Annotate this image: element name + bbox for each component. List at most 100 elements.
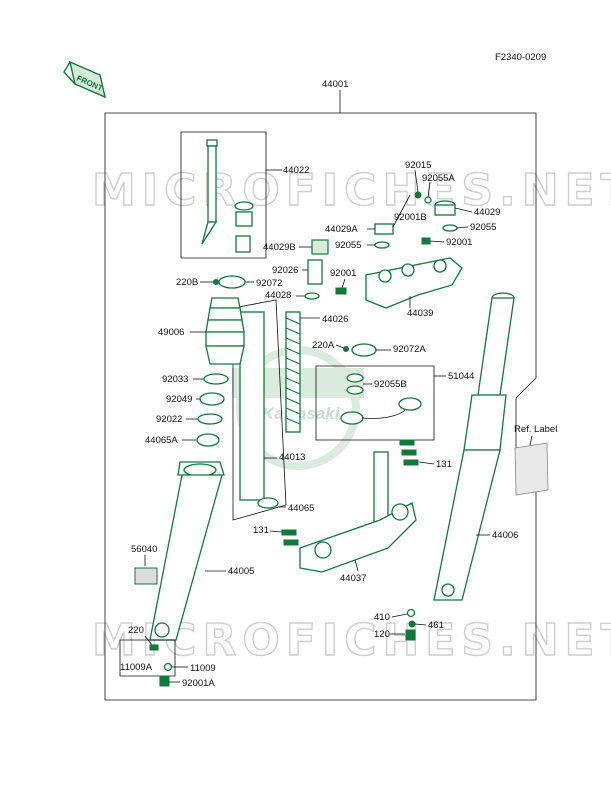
label-44022: 44022 [283,165,309,176]
damper-rod [201,139,254,253]
oring-92055B-1 [346,373,364,383]
label-49006: 49006 [158,327,184,338]
label-92072: 92072 [256,278,282,289]
label-56040: 56040 [131,544,157,555]
label-51044: 51044 [448,371,474,382]
right-outer-tube [433,449,501,601]
leader-410 [391,613,408,618]
leader-92001B [392,194,411,228]
washer-92022 [197,413,223,425]
logo-text: Kawasaki [262,404,341,423]
label-44026: 44026 [322,314,348,325]
label-11009: 11009 [190,663,216,674]
label-44037: 44037 [340,573,366,584]
bolt-92001-b [335,287,347,295]
label-92049: 92049 [166,394,192,405]
leader-92001-b [341,278,346,289]
bolt-131-r1 [399,439,415,446]
inner-tube-44013 [239,311,265,501]
screw-220B [213,279,219,285]
bolts-131-right [399,439,419,466]
stem-hole-2 [391,503,409,521]
leader-220 [144,635,153,646]
label-92026: 92026 [272,265,298,276]
label-92001-a: 92001 [446,237,472,248]
stem-hole-1 [314,541,332,559]
oring-92055-a [442,224,458,232]
label-44029: 44029 [474,207,500,218]
bolt-131-l2 [283,539,299,546]
label-220B: 220B [176,277,198,288]
cap-44029 [434,204,456,216]
label-44005: 44005 [228,566,254,577]
washer-92055A [424,196,432,204]
label-92072A: 92072A [393,344,426,355]
spacer-92026 [307,259,323,285]
left-axle-hole [154,622,170,638]
rod-piece [235,235,251,253]
bolt-131-r2 [401,449,417,456]
bracket-body [365,257,463,309]
boot-ring-3 [205,319,245,333]
rod-shaft [207,145,217,223]
leader-131-b [269,530,283,533]
spring-44026 [285,311,301,433]
leader-131-a [418,461,435,465]
leader-44029 [454,207,473,213]
label-461: 461 [428,620,444,631]
clip-92033 [203,373,229,385]
washer-461 [408,620,416,628]
front-arrow-shape [69,60,106,99]
cap-51044-a [340,411,364,425]
leader-220A [335,344,345,349]
leader-461 [414,623,427,626]
figure-code: F2340-0209 [495,52,546,63]
label-11009A: 11009A [120,662,153,673]
leader-92015 [414,169,419,193]
label-220: 220 [128,625,144,636]
rod-ring-1 [234,201,254,211]
inset-box-44013 [232,299,287,521]
clamp-92072A [351,343,377,357]
cap-44029A [374,223,394,235]
leader-ref-label [529,435,533,446]
label-92001-b: 92001 [330,268,356,279]
label-92001B: 92001B [394,212,427,223]
label-131-a: 131 [436,459,452,470]
oring-92055-b [374,241,390,249]
label-92055A: 92055A [422,173,455,184]
bushing-44065A [196,433,220,447]
front-arrow: FRONT [63,60,106,99]
bolt-131-l1 [281,529,297,536]
right-axle-hole [441,583,455,597]
spring-body [285,311,301,433]
gasket-11009 [163,662,173,672]
inset-box-11009A [119,639,176,677]
label-44065A: 44065A [145,435,178,446]
label-44039: 44039 [407,308,433,319]
boot-ring-5 [205,345,245,365]
cap-51044-b [398,397,422,411]
bracket-hole-1 [378,269,392,283]
label-92033: 92033 [162,374,188,385]
leader-92055-a [456,226,469,229]
leader-44037 [354,559,359,572]
label-44013: 44013 [279,452,305,463]
bolts-131-left [281,529,299,546]
spring-coils [285,317,301,425]
bushing-44065 [257,497,279,509]
plate-56040 [134,567,158,585]
steering-stem-44037 [299,451,417,573]
label-92015: 92015 [405,160,431,171]
bracket-hole-2 [401,263,415,277]
label-92022: 92022 [156,414,182,425]
right-inner-tube [477,297,515,396]
label-44028: 44028 [265,290,291,301]
rod-cap [206,139,218,147]
left-fork-leg-44005 [149,461,225,641]
bolt-120 [405,629,416,641]
label-44029B: 44029B [263,242,296,253]
screw-220A [343,346,349,352]
front-arrow-head [63,61,76,85]
